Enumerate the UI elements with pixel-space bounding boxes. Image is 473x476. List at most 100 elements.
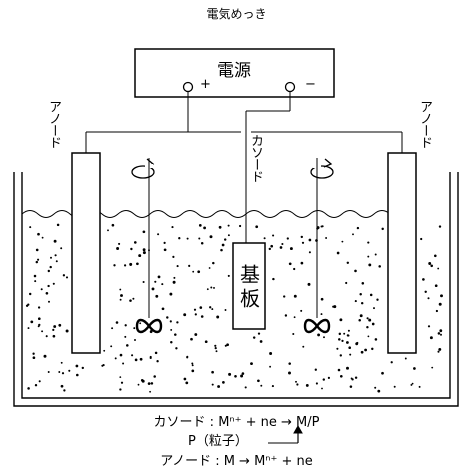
particle-dot [305,383,309,387]
particle-dot [218,225,222,229]
particle-dot [41,236,44,239]
particle-dot [320,297,324,301]
particle-dot [355,342,359,346]
particle-dot [437,332,441,335]
particle-dot [193,308,197,311]
particle-dot [37,306,41,309]
particle-dot [122,362,125,365]
cathode-label: カソード [248,134,263,182]
particle-dot [212,261,215,265]
particle-dot [347,334,350,337]
particle-dot [33,274,37,278]
particle-dot [34,280,37,283]
particle-dot [115,321,119,324]
particle-dot [346,341,349,344]
particle-dot [155,294,159,298]
particle-dot [119,376,122,378]
particle-dot [27,387,30,390]
particle-dot [255,225,259,229]
particle-dot [376,298,379,301]
particle-dot [347,329,350,332]
particle-dot [393,385,396,388]
particle-dot [65,329,69,333]
particle-dot [147,382,151,385]
particle-dot [227,234,230,237]
particle-dot [371,347,374,351]
particle-dot [279,246,283,249]
particle-dot [55,260,58,263]
particle-dot [163,248,167,252]
particle-dot [308,238,312,242]
rotation-arrow-right-icon [310,158,334,179]
particle-dot [360,350,364,354]
particle-dot [373,307,375,310]
particle-dot [172,280,176,284]
particle-dot [348,346,352,350]
particle-dot [241,372,245,375]
particle-dot [191,364,194,367]
particle-dot [323,336,325,339]
particle-dot [124,324,127,327]
particle-dot [438,225,442,228]
particle-dot [437,350,440,353]
particle-dot [132,297,135,300]
particle-dot [30,320,34,324]
particle-dot [336,347,339,350]
particle-dot [56,223,60,227]
rotation-arrow-left-icon [131,158,155,179]
particle-dot [430,264,433,268]
stirrer-left-blade-icon [135,318,163,334]
particle-dot [308,251,311,254]
particle-dot [194,313,197,316]
particle-dot [431,366,434,369]
particle-dot [438,347,442,351]
particle-dot [48,300,50,303]
particle-dot [137,383,140,386]
particle-dot [186,356,189,359]
minus-terminal-label: − [305,77,316,92]
particle-dot [427,325,431,328]
power-supply-label: 電源 [217,61,251,81]
particle-dot [288,262,292,266]
particle-dot [75,364,79,368]
particle-dot [339,318,343,322]
particle-dot [52,282,55,285]
particle-dot [191,362,194,365]
particle-dot [169,292,173,296]
particle-dot [366,325,369,329]
particle-dot [341,339,344,343]
particle-dot [58,323,62,327]
particle-dot [289,247,293,251]
particle-dot [200,315,204,318]
particle-dot [208,267,211,269]
particle-dot [198,237,201,240]
particle-dot [136,262,139,266]
particle-dot [343,332,346,335]
particle-dot [284,314,288,317]
particle-dot [345,281,348,285]
particle-dot [336,251,340,255]
particle-dot [292,332,295,336]
particle-dot [197,270,201,274]
particle-dot [178,237,181,240]
particle-dot [134,339,136,341]
particle-dot [50,256,52,259]
particle-dot [188,264,191,267]
particle-dot [300,309,303,312]
particle-dot [45,335,48,338]
particle-dot [53,239,57,243]
particle-dot [216,315,220,319]
particle-dot [234,374,237,378]
particle-dot [358,318,361,322]
power-supply-box [134,48,335,98]
particle-dot [339,374,343,378]
particle-dot [118,242,121,245]
particle-label: P（粒子） [188,434,248,449]
particle-dot [129,262,133,266]
particle-dot [325,237,328,239]
particle-dot [29,226,32,229]
particle-dot [63,389,66,392]
particle-dot [54,254,57,257]
particle-dot [439,329,443,333]
